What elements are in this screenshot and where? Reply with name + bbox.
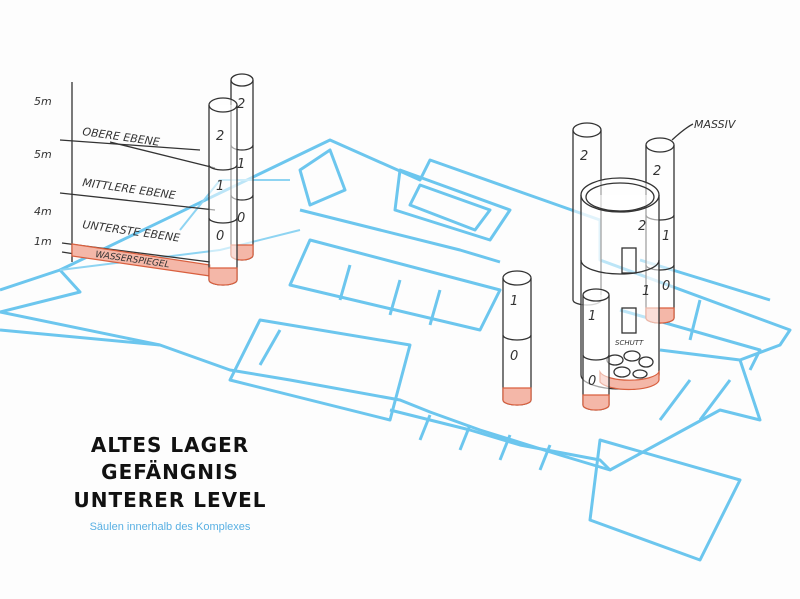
title-line-3: UNTERER LEVEL <box>73 488 267 512</box>
height-scale: 5m 5m 4m 1m OBERE EBENE MITTLERE EBENE U… <box>34 82 216 277</box>
level-label-middle: MITTLERE EBENE <box>82 176 177 202</box>
level-number: 0 <box>588 374 596 389</box>
height-label: 1m <box>34 235 52 248</box>
title-line-1: ALTES LAGER <box>90 433 250 457</box>
height-label: 5m <box>34 95 52 108</box>
pillar-massiv-numbers: 1 0 <box>662 229 670 294</box>
subtitle: Säulen innerhalb des Komplexes <box>89 521 251 533</box>
height-label: 4m <box>34 205 52 218</box>
height-label: 5m <box>34 148 52 161</box>
title-line-2: GEFÄNGNIS <box>101 460 239 484</box>
level-number: 2 <box>237 97 245 112</box>
schutt-label: SCHUTT <box>615 339 644 347</box>
level-number: 0 <box>510 349 518 364</box>
level-number: 2 <box>580 149 588 164</box>
level-number: 2 <box>653 164 661 179</box>
level-number: 1 <box>642 284 650 299</box>
floor-plan <box>0 138 792 562</box>
level-number: 1 <box>588 309 596 324</box>
level-number: 1 <box>662 229 670 244</box>
level-number: 0 <box>237 211 245 226</box>
level-number: 0 <box>662 279 670 294</box>
level-number: 2 <box>216 129 224 144</box>
pillar: 1 0 <box>502 270 532 406</box>
level-number: 2 <box>638 219 646 234</box>
massiv-annotation: MASSIV <box>671 118 737 141</box>
level-label-lowest: UNTERSTE EBENE <box>82 218 181 245</box>
rubble <box>606 350 654 379</box>
level-number: 0 <box>216 229 224 244</box>
pillar: 2 1 0 <box>208 97 238 286</box>
level-number: 1 <box>237 157 245 172</box>
level-number: 1 <box>216 179 224 194</box>
massiv-label: MASSIV <box>694 118 737 131</box>
pillar: 1 0 <box>582 288 610 411</box>
level-number: 1 <box>510 294 518 309</box>
